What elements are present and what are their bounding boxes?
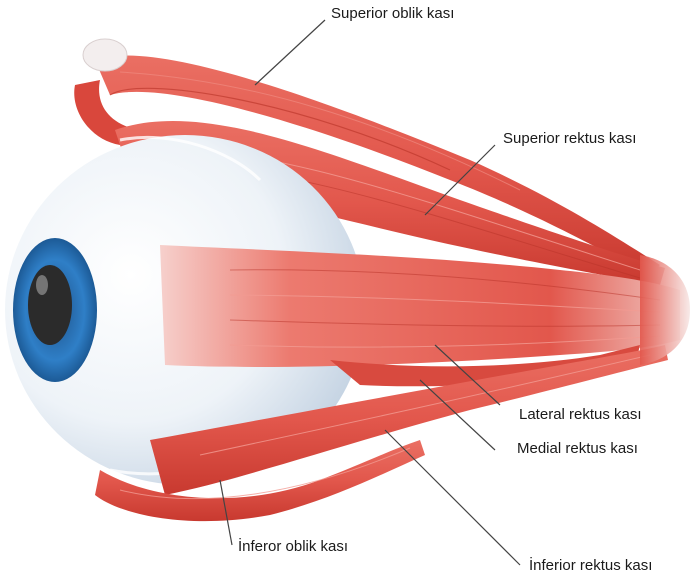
label-inferior-oblique: İnferor oblik kası: [238, 538, 348, 556]
label-lateral-rectus: Lateral rektus kası: [519, 406, 642, 424]
leader-superior-oblique: [255, 20, 325, 85]
label-inferior-rectus: İnferior rektus kası: [529, 557, 652, 575]
pupil: [28, 265, 72, 345]
label-medial-rectus: Medial rektus kası: [517, 440, 638, 458]
label-superior-rectus: Superior rektus kası: [503, 130, 636, 148]
iris: [13, 238, 97, 382]
annulus-tendon: [640, 255, 690, 365]
label-superior-oblique: Superior oblik kası: [331, 5, 454, 23]
leader-inferior-rectus: [385, 430, 520, 565]
